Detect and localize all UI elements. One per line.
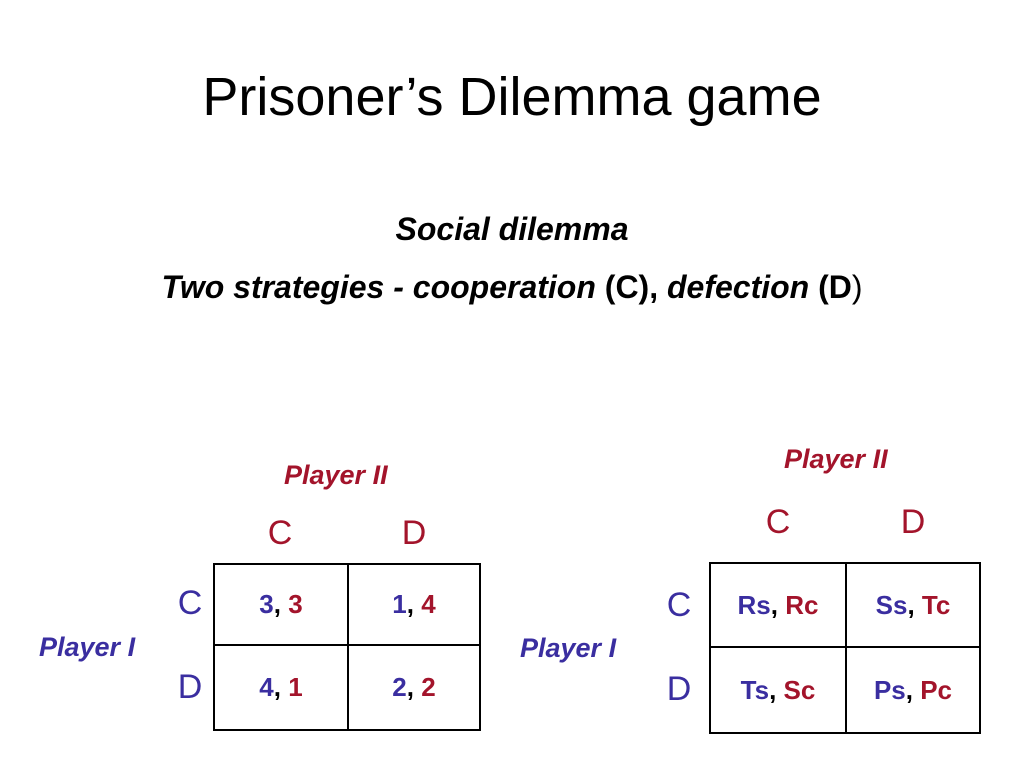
payoff-player-two: 1 (288, 672, 303, 702)
left-cell-dd: 2, 2 (392, 672, 436, 702)
payoff-player-one: 1 (392, 589, 407, 619)
left-grid-divider-h (213, 644, 481, 646)
defection-word: defection (666, 269, 810, 305)
payoff-player-two: 2 (421, 672, 436, 702)
payoff-player-two: Sc (783, 674, 816, 705)
left-player-two-label: Player II (284, 460, 388, 490)
payoff-player-one: 4 (259, 672, 274, 702)
payoff-player-two: Pc (920, 674, 953, 705)
defection-open-paren: ( (818, 269, 829, 305)
right-player-two-label: Player II (784, 444, 888, 474)
left-cell-cd: 1, 4 (392, 589, 436, 619)
payoff-player-two: 3 (288, 589, 303, 619)
cooperation-word: cooperation (412, 269, 596, 305)
left-row-header-c: C (177, 584, 203, 622)
payoff-player-one: Ss (875, 589, 908, 620)
defection-close-paren: ) (851, 269, 863, 305)
right-player-one-label: Player I (520, 633, 617, 663)
payoff-player-two: Rc (785, 589, 819, 620)
payoff-player-two: 4 (421, 589, 436, 619)
right-row-header-c: C (666, 586, 692, 624)
left-cell-cc: 3, 3 (259, 589, 303, 619)
subtitle-strategies: Two strategies - cooperation (C), defect… (0, 267, 1024, 307)
right-cell-dd: Ps, Pc (873, 674, 953, 705)
slide-title: Prisoner’s Dilemma game (202, 67, 822, 127)
right-cell-dc: Ts, Sc (740, 674, 816, 705)
payoff-player-one: Ts (740, 674, 770, 705)
left-col-header-d: D (401, 514, 427, 552)
left-row-header-d: D (177, 668, 203, 706)
right-grid-divider-v (845, 562, 847, 734)
right-grid-divider-h (709, 646, 981, 648)
right-col-header-d: D (900, 503, 926, 541)
left-player-one-label: Player I (39, 632, 136, 662)
right-cell-cd: Ss, Tc (875, 589, 951, 620)
left-grid-divider-v (347, 563, 349, 731)
payoff-player-one: 2 (392, 672, 407, 702)
payoff-player-one: Ps (873, 674, 906, 705)
right-row-header-d: D (666, 670, 692, 708)
cooperation-abbr: (C), (604, 269, 659, 305)
payoff-player-two: Tc (921, 589, 951, 620)
right-cell-cc: Rs, Rc (737, 589, 819, 620)
payoff-player-one: Rs (737, 589, 771, 620)
left-cell-dc: 4, 1 (259, 672, 303, 702)
defection-letter: D (828, 269, 852, 305)
strategies-prefix: Two strategies - (161, 269, 413, 305)
payoff-player-one: 3 (259, 589, 274, 619)
left-col-header-c: C (267, 514, 293, 552)
subtitle-social-dilemma: Social dilemma (395, 211, 629, 247)
right-col-header-c: C (765, 503, 791, 541)
